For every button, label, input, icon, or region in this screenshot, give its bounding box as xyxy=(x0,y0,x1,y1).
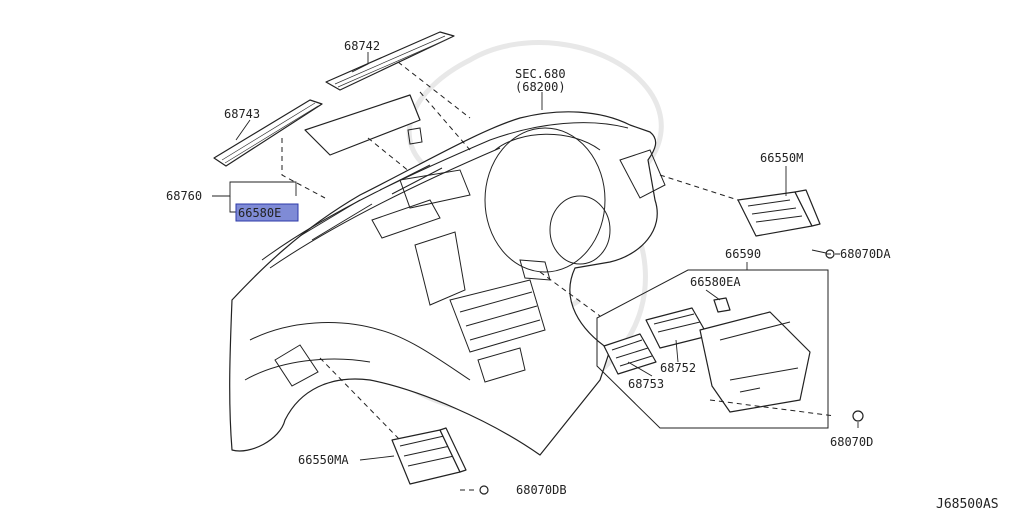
label-66580e[interactable]: 66580E xyxy=(238,206,281,220)
screw-68070db xyxy=(479,485,489,495)
clip-66580ea xyxy=(713,297,731,313)
label-66590: 66590 xyxy=(725,247,761,261)
top-cover-panel xyxy=(304,94,421,156)
side-vent-66550ma xyxy=(391,427,467,485)
label-68070d: 68070D xyxy=(830,435,873,449)
label-66550ma: 66550MA xyxy=(298,453,349,467)
label-68200: (68200) xyxy=(515,80,566,94)
label-66550m: 66550M xyxy=(760,151,803,165)
center-vent-assembly-box xyxy=(596,269,829,429)
label-68070db: 68070DB xyxy=(516,483,567,497)
label-68743: 68743 xyxy=(224,107,260,121)
label-68752: 68752 xyxy=(660,361,696,375)
label-68753: 68753 xyxy=(628,377,664,391)
center-vent-68752 xyxy=(645,307,709,349)
defroster-grille-68743 xyxy=(213,99,323,167)
part-labels: 68742 68743 68760 66580E SEC.680 (68200)… xyxy=(166,39,999,511)
center-vent-housing xyxy=(699,311,811,413)
label-sec-680: SEC.680 xyxy=(515,67,566,81)
highlight-66580e xyxy=(235,203,299,222)
leader-lines xyxy=(212,52,859,461)
dashed-guide-lines xyxy=(281,61,840,491)
figure-id: J68500AS xyxy=(936,497,999,511)
label-66580ea: 66580EA xyxy=(690,275,741,289)
center-vent-68753 xyxy=(603,333,657,375)
label-68742: 68742 xyxy=(344,39,380,53)
defroster-grille-68742 xyxy=(325,31,455,91)
label-68070da: 68070DA xyxy=(840,247,891,261)
instrument-panel xyxy=(229,111,666,456)
screw-68070d xyxy=(852,410,864,422)
label-68760: 68760 xyxy=(166,189,202,203)
side-vent-66550m xyxy=(737,189,821,237)
